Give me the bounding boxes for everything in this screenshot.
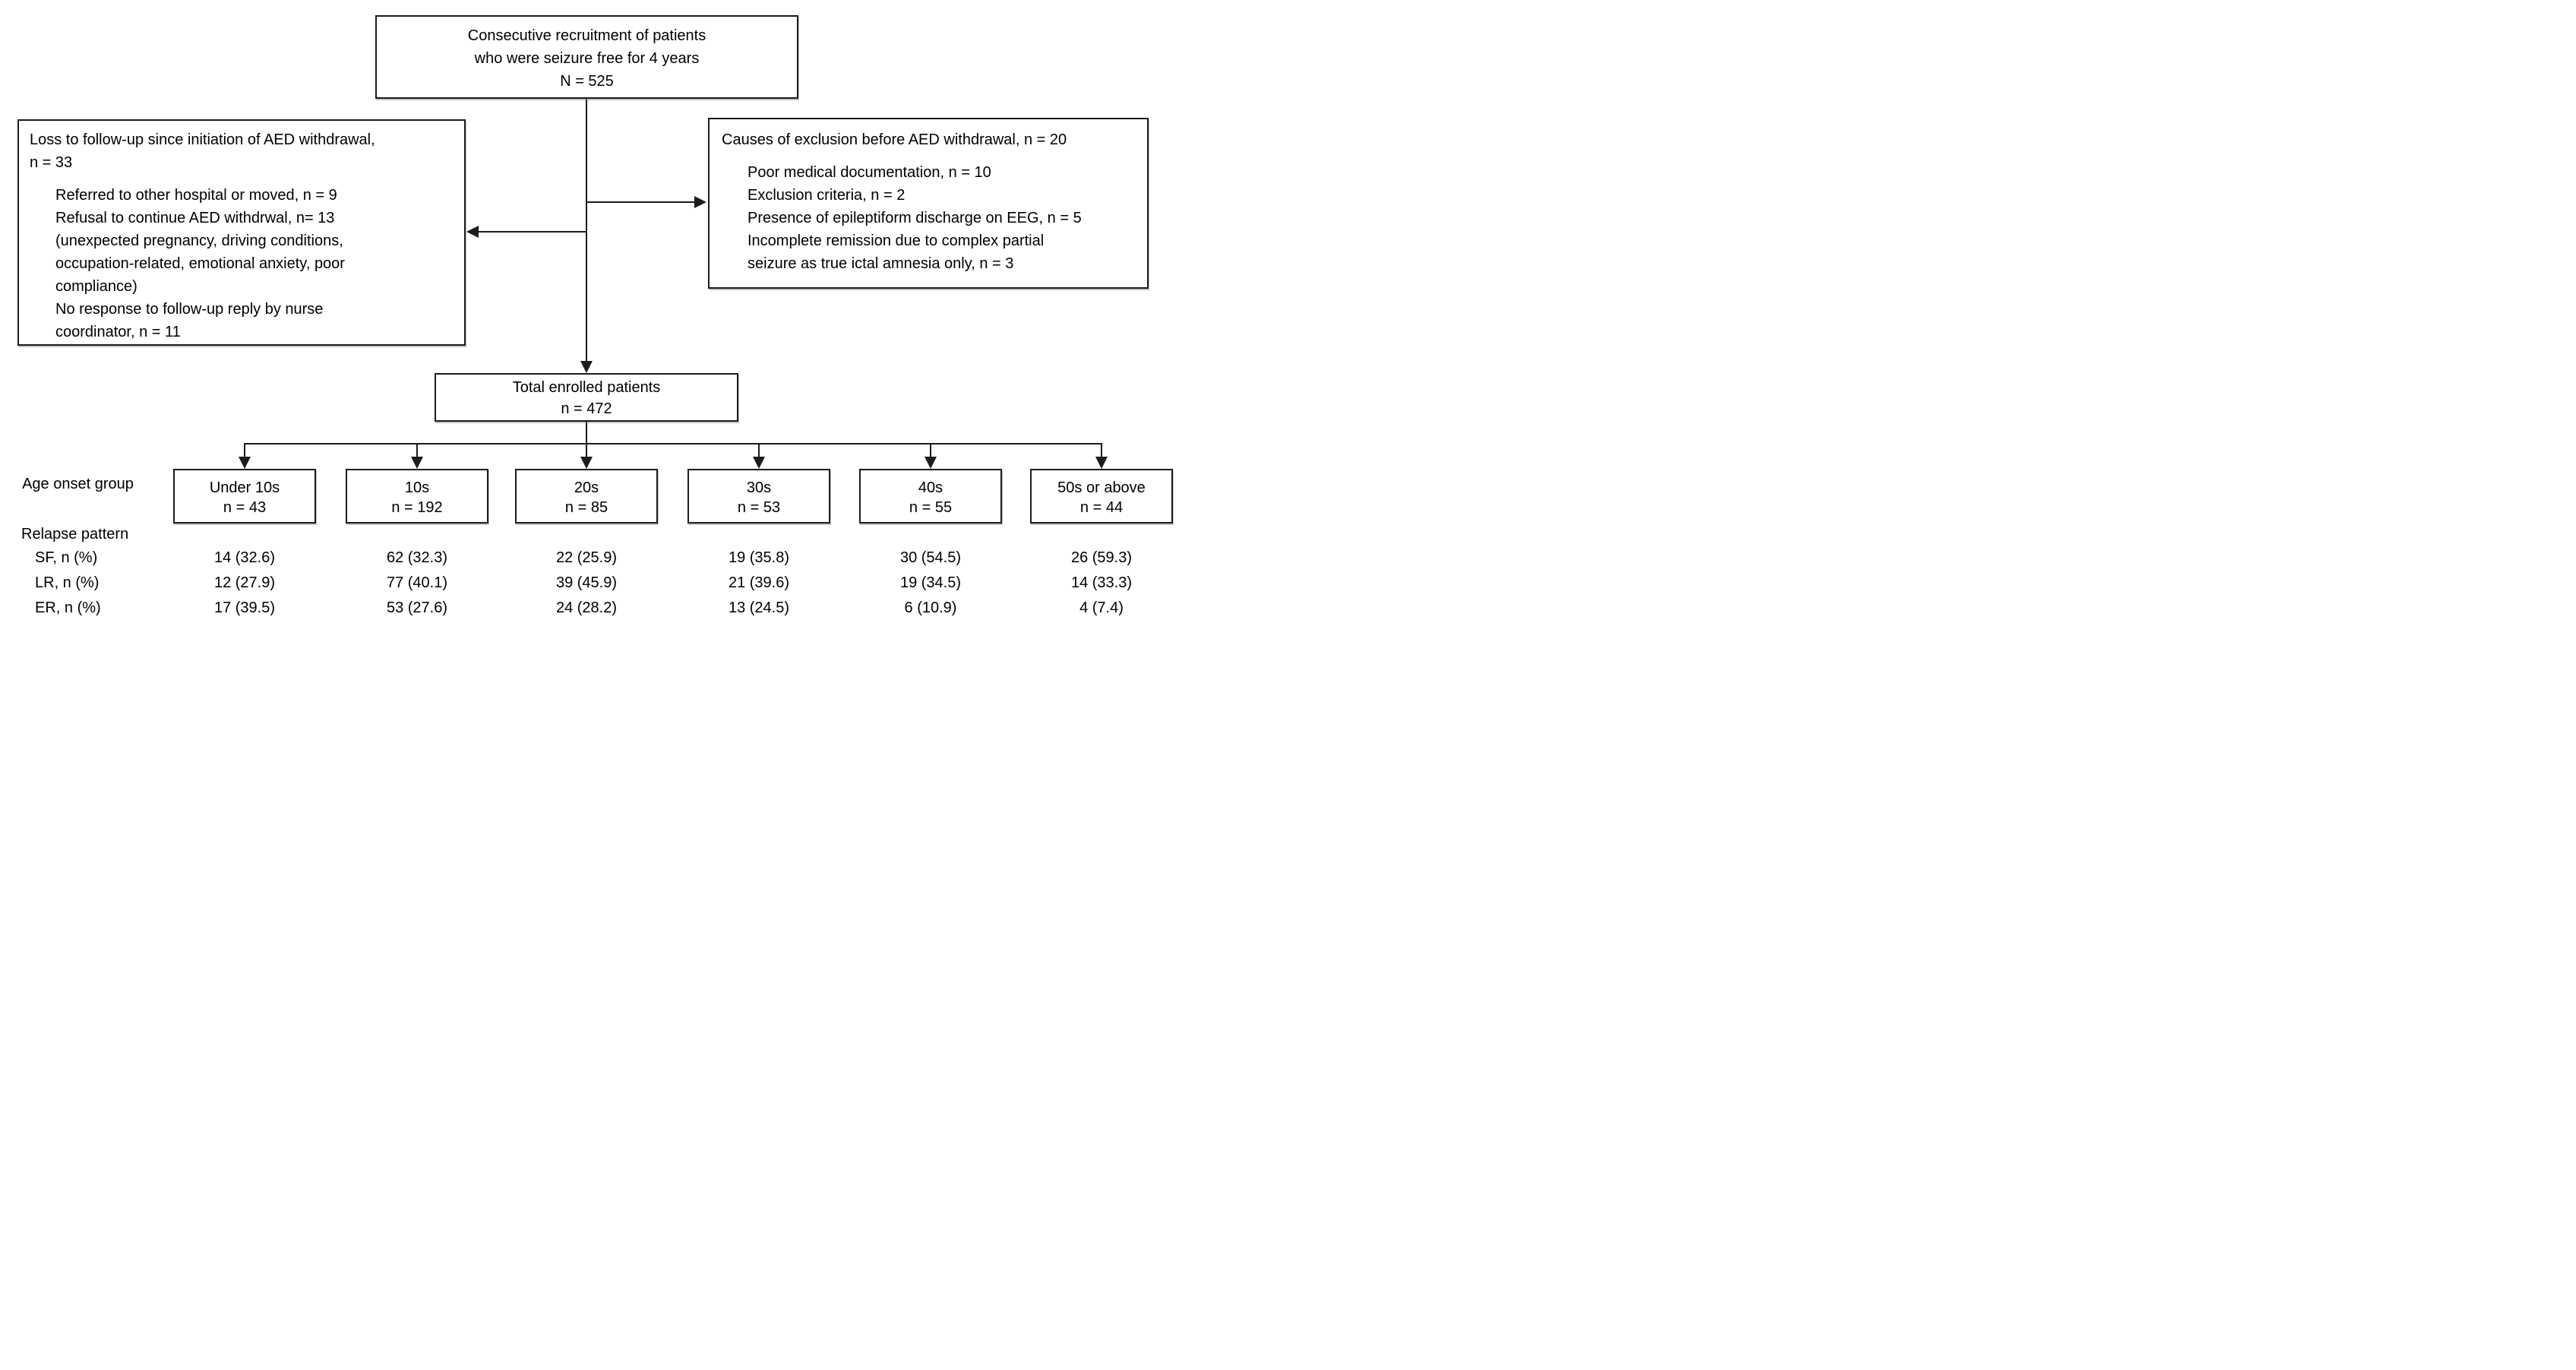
age-box-count: n = 43 [223, 499, 267, 516]
table-cell: 14 (33.3) [1070, 574, 1133, 591]
table-cell: 13 (24.5) [728, 600, 790, 616]
total-enrolled-count: n = 472 [561, 400, 612, 417]
loss-followup-item-line: occupation-related, emotional anxiety, p… [55, 255, 345, 272]
age-box-label: 40s [918, 479, 943, 496]
loss-followup-item-line: Refusal to continue AED withdrwal, n= 13 [55, 210, 335, 226]
loss-to-followup-box: Loss to follow-up since initiation of AE… [17, 119, 466, 346]
table-cell: 6 (10.9) [904, 600, 957, 616]
exclusion-causes-box: Causes of exclusion before AED withdrawa… [708, 118, 1149, 289]
arrowhead-down-icon [580, 361, 593, 373]
table-row-label-lr: LR, n (%) [35, 574, 100, 591]
recruitment-box-line: Consecutive recruitment of patients [467, 27, 706, 44]
table-cell: 19 (35.8) [728, 549, 790, 566]
table-cell: 26 (59.3) [1070, 549, 1133, 566]
connector-line [1101, 443, 1102, 458]
exclusion-item-line: Poor medical documentation, n = 10 [748, 164, 991, 181]
age-box-under-10s: Under 10s n = 43 [173, 469, 316, 524]
age-box-10s: 10s n = 192 [346, 469, 488, 524]
loss-followup-header-line: n = 33 [30, 154, 73, 171]
age-box-count: n = 192 [391, 499, 443, 516]
loss-followup-item-line: No response to follow-up reply by nurse [55, 301, 324, 318]
arrowhead-right-icon [694, 196, 706, 208]
age-box-count: n = 53 [737, 499, 781, 516]
connector-line [244, 443, 245, 458]
connector-line [416, 443, 418, 458]
arrowhead-down-icon [1095, 457, 1108, 469]
table-row-label-er: ER, n (%) [35, 600, 101, 616]
age-box-50s-or-above: 50s or above n = 44 [1030, 469, 1173, 524]
loss-followup-item-line: (unexpected pregnancy, driving condition… [55, 233, 343, 249]
table-cell: 77 (40.1) [386, 574, 448, 591]
table-cell: 21 (39.6) [728, 574, 790, 591]
total-enrolled-line: Total enrolled patients [512, 379, 661, 396]
arrowhead-down-icon [239, 457, 251, 469]
patient-flow-diagram: Consecutive recruitment of patients who … [0, 0, 1178, 627]
exclusion-header-line: Causes of exclusion before AED withdrawa… [722, 131, 1067, 148]
recruitment-box-count: N = 525 [560, 73, 614, 90]
age-box-40s: 40s n = 55 [859, 469, 1002, 524]
age-box-count: n = 55 [909, 499, 953, 516]
table-cell: 24 (28.2) [555, 600, 618, 616]
table-cell: 14 (32.6) [213, 549, 276, 566]
loss-followup-header-line: Loss to follow-up since initiation of AE… [30, 131, 375, 148]
connector-line [758, 443, 760, 458]
arrowhead-left-icon [466, 226, 479, 238]
age-onset-group-label: Age onset group [15, 474, 141, 494]
loss-followup-item-line: Referred to other hospital or moved, n =… [55, 187, 337, 204]
age-box-label: Under 10s [209, 479, 280, 496]
arrowhead-down-icon [753, 457, 765, 469]
loss-followup-items: Referred to other hospital or moved, n =… [30, 184, 455, 343]
exclusion-item-line: seizure as true ictal amnesia only, n = … [748, 255, 1014, 272]
age-box-label: 50s or above [1057, 479, 1146, 496]
table-cell: 17 (39.5) [213, 600, 276, 616]
exclusion-item-line: Incomplete remission due to complex part… [748, 233, 1045, 249]
arrowhead-down-icon [925, 457, 937, 469]
connector-line [930, 443, 931, 458]
age-box-count: n = 44 [1079, 499, 1124, 516]
age-box-label: 30s [746, 479, 772, 496]
table-cell: 22 (25.9) [555, 549, 618, 566]
connector-line [586, 443, 587, 458]
table-cell: 12 (27.9) [213, 574, 276, 591]
table-cell: 53 (27.6) [386, 600, 448, 616]
recruitment-box-line: who were seizure free for 4 years [474, 50, 700, 67]
table-cell: 62 (32.3) [386, 549, 448, 566]
arrowhead-down-icon [411, 457, 423, 469]
arrowhead-down-icon [580, 457, 593, 469]
connector-line [244, 443, 1102, 445]
recruitment-box: Consecutive recruitment of patients who … [375, 15, 798, 99]
connector-line [586, 201, 696, 203]
exclusion-items: Poor medical documentation, n = 10 Exclu… [722, 161, 1139, 275]
table-cell: 19 (34.5) [899, 574, 962, 591]
exclusion-item-line: Presence of epileptiform discharge on EE… [748, 210, 1082, 226]
loss-followup-item-line: compliance) [55, 278, 137, 295]
relapse-pattern-label: Relapse pattern [21, 526, 129, 543]
age-box-count: n = 85 [564, 499, 608, 516]
connector-line [586, 422, 587, 445]
table-cell: 4 (7.4) [1079, 600, 1124, 616]
table-cell: 30 (54.5) [899, 549, 962, 566]
age-box-20s: 20s n = 85 [515, 469, 658, 524]
connector-line [586, 99, 587, 362]
age-box-label: 10s [404, 479, 430, 496]
age-onset-label-line: group [94, 476, 134, 492]
table-cell: 39 (45.9) [555, 574, 618, 591]
age-onset-label-line: Age onset [22, 476, 91, 492]
exclusion-item-line: Exclusion criteria, n = 2 [748, 187, 906, 204]
age-box-30s: 30s n = 53 [687, 469, 830, 524]
table-row-label-sf: SF, n (%) [35, 549, 98, 566]
total-enrolled-box: Total enrolled patients n = 472 [435, 373, 738, 422]
loss-followup-item-line: coordinator, n = 11 [55, 324, 181, 340]
connector-line [478, 231, 586, 233]
age-box-label: 20s [574, 479, 599, 496]
